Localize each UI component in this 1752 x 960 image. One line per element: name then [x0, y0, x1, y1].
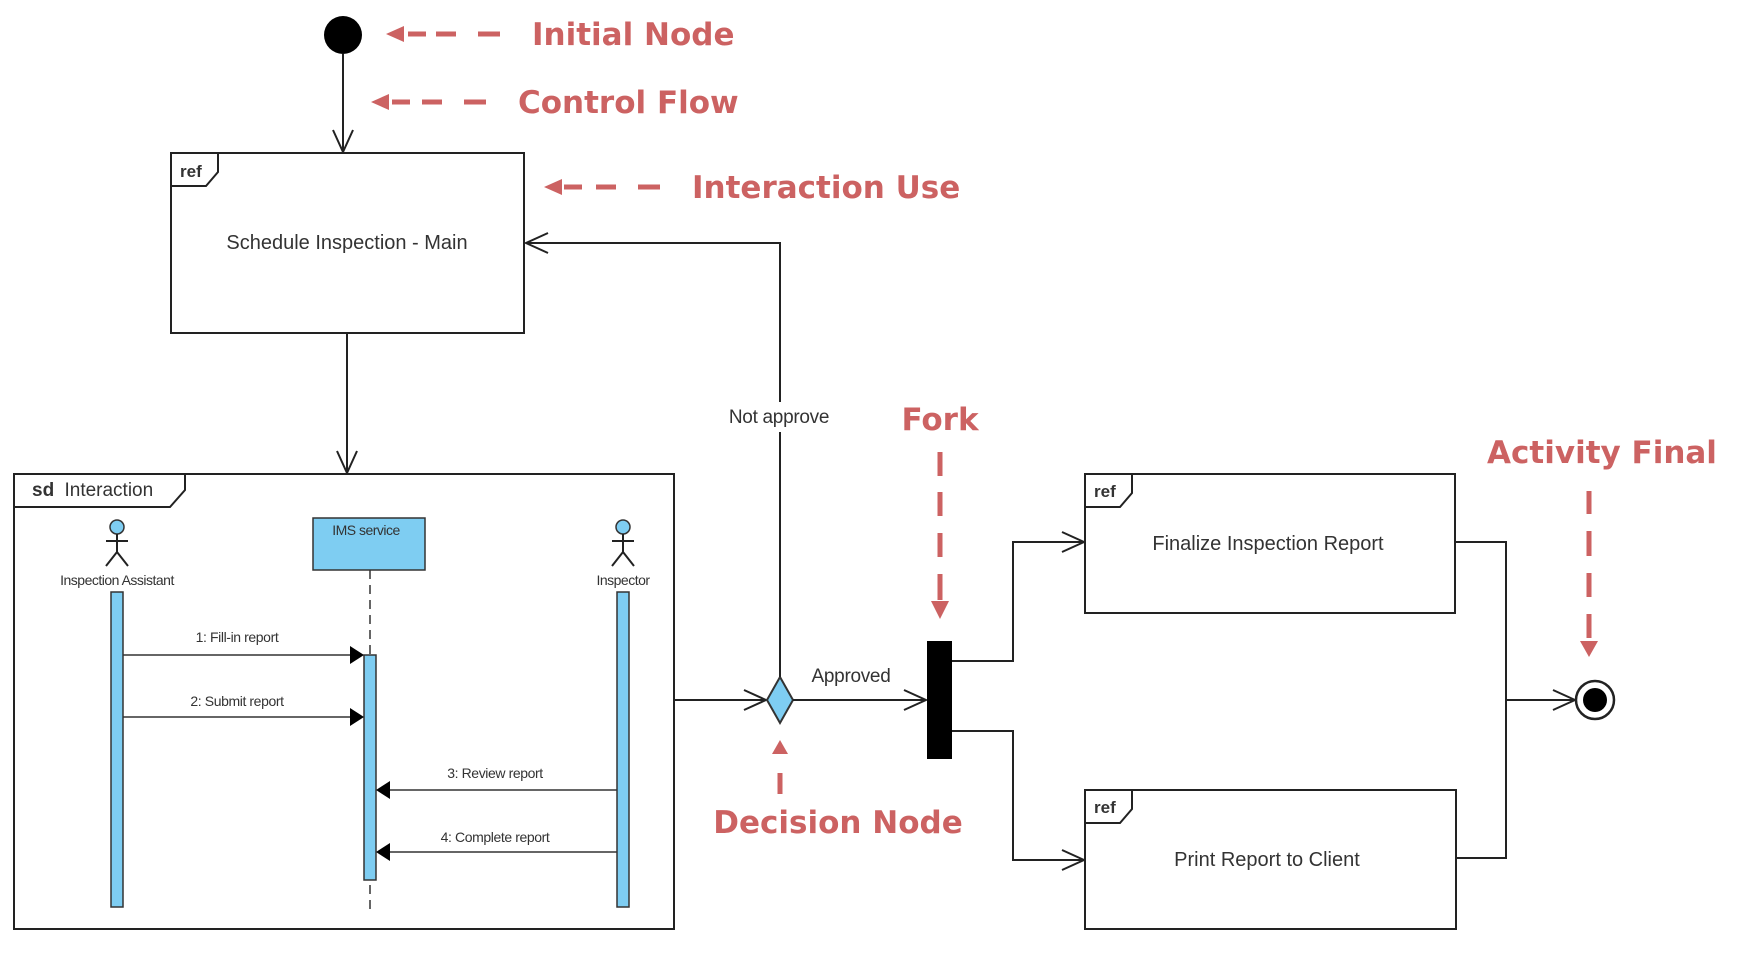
- lifeline-inspector[interactable]: Inspector: [596, 519, 651, 908]
- sd-tag: sd: [32, 480, 54, 501]
- annotation-label: Decision Node: [713, 805, 962, 841]
- message-label: 3: Review report: [447, 765, 543, 781]
- ref-tag: ref: [1094, 482, 1116, 501]
- filled-arrowhead-icon: [376, 781, 390, 799]
- arrow-down-icon: [931, 601, 949, 619]
- object-box: [312, 517, 426, 571]
- message-3[interactable]: 3: Review report: [376, 765, 617, 799]
- annotation-label: Fork: [901, 402, 980, 438]
- message-label: 4: Complete report: [441, 829, 550, 845]
- arrow-left-icon: [371, 94, 389, 110]
- lifeline-inspection-assistant[interactable]: Inspection Assistant: [60, 519, 175, 908]
- ref-tag: ref: [180, 162, 202, 181]
- control-flow-not-approve[interactable]: Not approve: [523, 232, 829, 677]
- annotation-label: Activity Final: [1487, 435, 1717, 471]
- filled-arrowhead-icon: [350, 708, 364, 726]
- annotation-fork: Fork: [901, 402, 980, 619]
- annotation-activity-final: Activity Final: [1487, 435, 1717, 657]
- annotation-control-flow: Control Flow: [371, 85, 739, 121]
- decision-node[interactable]: [765, 674, 795, 726]
- lifeline-label: Inspector: [596, 572, 650, 588]
- activation-bar: [616, 591, 630, 908]
- arrow-left-icon: [544, 179, 562, 195]
- message-2[interactable]: 2: Submit report: [123, 693, 364, 726]
- message-label: 1: Fill-in report: [196, 629, 279, 645]
- initial-node[interactable]: [324, 16, 362, 54]
- fork-node[interactable]: [927, 641, 952, 759]
- annotation-label: Control Flow: [518, 85, 739, 121]
- arrowhead-icon: [903, 689, 929, 711]
- filled-arrowhead-icon: [376, 843, 390, 861]
- message-4[interactable]: 4: Complete report: [376, 829, 617, 861]
- arrow-up-icon: [772, 740, 788, 754]
- guard-not-approve: Not approve: [729, 407, 829, 428]
- annotation-label: Initial Node: [532, 17, 734, 53]
- activation-bar: [363, 654, 377, 881]
- annotation-interaction-use: Interaction Use: [544, 170, 960, 206]
- actor-icon: [611, 519, 635, 567]
- interaction-use-title: Finalize Inspection Report: [1152, 533, 1384, 555]
- message-1[interactable]: 1: Fill-in report: [123, 629, 364, 664]
- activity-final-node[interactable]: [1574, 679, 1616, 721]
- annotation-initial-node: Initial Node: [386, 17, 734, 53]
- lifeline-label: IMS service: [332, 522, 400, 538]
- ref-tag: ref: [1094, 798, 1116, 817]
- arrow-down-icon: [1580, 641, 1598, 657]
- interaction-use-print[interactable]: ref Print Report to Client: [1084, 789, 1457, 930]
- interaction-use-schedule[interactable]: ref Schedule Inspection - Main: [170, 152, 525, 334]
- annotation-decision-node: Decision Node: [713, 740, 963, 841]
- lifeline-ims-service[interactable]: IMS service: [312, 517, 426, 912]
- control-flow-fork-to-finalize[interactable]: [952, 531, 1087, 662]
- control-flow-to-final[interactable]: [1456, 541, 1578, 859]
- annotation-label: Interaction Use: [692, 170, 960, 206]
- actor-icon: [105, 519, 129, 567]
- message-label: 2: Submit report: [190, 693, 284, 709]
- control-flow-approved[interactable]: Approved: [793, 666, 929, 711]
- lifeline-label: Inspection Assistant: [60, 572, 174, 588]
- interaction-use-finalize[interactable]: ref Finalize Inspection Report: [1084, 473, 1456, 614]
- control-flow-fork-to-print[interactable]: [952, 730, 1087, 871]
- activation-bar: [110, 591, 124, 908]
- interaction-use-title: Print Report to Client: [1174, 849, 1360, 871]
- svg-text:sd Interaction: sd Interaction: [32, 480, 153, 501]
- arrowhead-icon: [523, 232, 549, 254]
- guard-approved: Approved: [812, 666, 891, 687]
- interaction-use-title: Schedule Inspection - Main: [226, 232, 467, 254]
- filled-arrowhead-icon: [350, 646, 364, 664]
- arrow-left-icon: [386, 26, 404, 42]
- sd-name: Interaction: [64, 480, 153, 501]
